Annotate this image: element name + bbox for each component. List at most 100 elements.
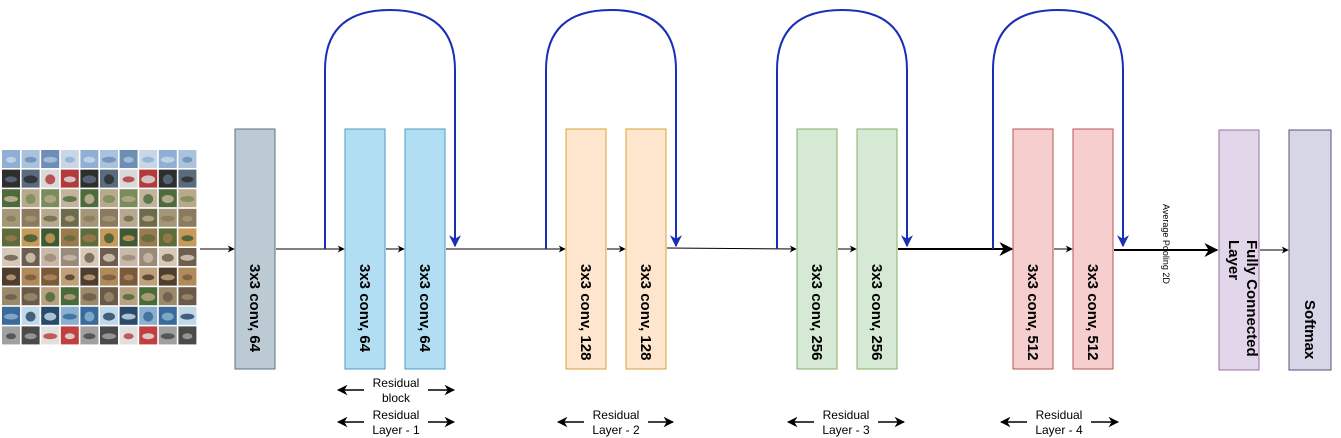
input-thumbnail-subject [182, 215, 193, 222]
input-thumbnail-subject [121, 196, 136, 202]
block-label: 3x3 conv, 256 [868, 264, 885, 360]
input-thumbnail-subject [142, 333, 155, 340]
residual-block-label-1: Residual [373, 376, 420, 390]
input-thumbnail-subject [180, 313, 195, 320]
input-thumbnail-subject [162, 174, 173, 185]
input-thumbnail-subject [123, 215, 134, 222]
input-thumbnail-subject [44, 195, 57, 203]
input-thumbnail-subject [180, 196, 195, 202]
block-label: 3x3 conv, 64 [356, 264, 373, 353]
annotation-labels: Residual block Residual Layer - 1 Residu… [364, 376, 1091, 438]
block-conv-l2-a: 3x3 conv, 128 [565, 128, 607, 370]
input-thumbnail-subject [6, 156, 16, 163]
block-conv-l1-b: 3x3 conv, 64 [404, 128, 446, 370]
annotation-arrows [336, 384, 1120, 428]
input-thumbnail-subject [102, 215, 116, 222]
input-thumbnail-subject [160, 274, 175, 281]
input-thumbnail-subject [25, 194, 36, 204]
input-thumbnail-subject [45, 174, 56, 185]
input-thumbnail-subject [23, 234, 38, 243]
input-thumbnail-subject [123, 156, 134, 163]
input-thumbnail-subject [123, 274, 134, 281]
input-thumbnail-subject [64, 274, 75, 281]
input-thumbnail-subject [142, 215, 155, 222]
block-conv-l2-b: 3x3 conv, 128 [625, 128, 667, 370]
input-thumbnail-subject [25, 252, 36, 263]
input-thumbnail-subject [182, 274, 193, 281]
input-thumbnail-subject [62, 254, 77, 261]
block-rect [1072, 128, 1114, 370]
input-thumbnail-subject [23, 293, 38, 301]
input-thumbnail-subject [162, 292, 173, 302]
input-thumbnail-subject [181, 176, 194, 183]
input-thumbnail-subject [6, 274, 16, 281]
input-thumbnail-subject [103, 312, 115, 321]
input-thumbnail-subject [121, 313, 136, 320]
input-thumbnail-subject [83, 156, 96, 163]
input-thumbnail-subject [102, 333, 116, 340]
input-thumbnail-subject [24, 274, 37, 281]
block-conv-initial: 3x3 conv, 64 [234, 128, 276, 370]
input-thumbnail-subject [62, 313, 77, 320]
block-rect [404, 128, 446, 370]
skip-connections [324, 8, 1129, 249]
input-thumbnail-subject [23, 175, 38, 184]
input-thumbnail-subject [4, 254, 18, 261]
block-label: Softmax [1301, 300, 1318, 360]
block-rect [625, 128, 667, 370]
input-thumbnail-subject [143, 194, 154, 204]
input-thumbnail-subject [82, 234, 97, 243]
input-thumbnail-subject [6, 333, 16, 340]
input-thumbnail-subject [4, 313, 18, 320]
arrow-l2-to-l3 [666, 245, 797, 253]
block-rect [796, 128, 838, 370]
input-thumbnail-subject [102, 156, 116, 163]
block-rect [1218, 129, 1260, 371]
input-thumbnail-subject [24, 333, 37, 340]
input-thumbnail-subject [5, 235, 17, 242]
input-thumbnail-subject [141, 234, 156, 243]
block-rect [1012, 128, 1054, 370]
skip-connection-l4 [992, 8, 1129, 249]
input-thumbnail-subject [102, 274, 116, 281]
input-thumbnail-subject [45, 292, 56, 302]
block-label-line1: Fully Connected [1243, 240, 1260, 357]
input-thumbnail-subject [6, 215, 16, 222]
input-thumbnail-subject [122, 294, 135, 300]
input-thumbnail-subject [162, 233, 173, 244]
input-thumbnail-subject [84, 194, 95, 204]
input-thumbnail-subject [44, 312, 57, 321]
input-thumbnail-subject [104, 233, 114, 244]
block-label-line2: Layer [1225, 240, 1242, 280]
residual-layer-3-label-1: Residual [823, 408, 870, 422]
input-thumbnail-subject [43, 274, 58, 281]
input-thumbnail-subject [181, 294, 194, 300]
block-label: 3x3 conv, 128 [577, 264, 594, 360]
input-thumbnail-subject [24, 215, 37, 222]
block-label: 3x3 conv, 64 [246, 264, 263, 353]
input-thumbnail-subject [182, 156, 193, 163]
input-thumbnail-subject [122, 235, 135, 242]
input-thumbnail-subject [182, 333, 193, 340]
input-thumbnail-subject [63, 176, 76, 183]
block-conv-l4-a: 3x3 conv, 512 [1012, 128, 1054, 370]
input-thumbnail-subject [43, 215, 58, 222]
input-thumbnail-subject [141, 293, 156, 301]
layer-blocks: 3x3 conv, 64 3x3 conv, 64 3x3 conv, 64 3x3 … [234, 128, 1332, 371]
input-thumbnail-subject [104, 292, 114, 302]
input-thumbnail-subject [103, 195, 115, 203]
input-thumbnail-subject [161, 312, 174, 321]
input-thumbnail-subject [45, 233, 56, 244]
input-thumbnail-subject [4, 196, 18, 202]
input-thumbnail-subject [84, 311, 95, 322]
input-thumbnail-subject [123, 333, 134, 340]
input-thumbnail-subject [82, 175, 97, 184]
flow-arrows [200, 242, 1289, 257]
block-rect [856, 128, 898, 370]
input-thumbnail-subject [181, 235, 194, 242]
skip-connection-l2 [545, 8, 682, 249]
input-thumbnail-subject [25, 311, 36, 322]
residual-layer-4-label-2: Layer - 4 [1035, 423, 1083, 437]
residual-block-label-2: block [382, 391, 411, 405]
